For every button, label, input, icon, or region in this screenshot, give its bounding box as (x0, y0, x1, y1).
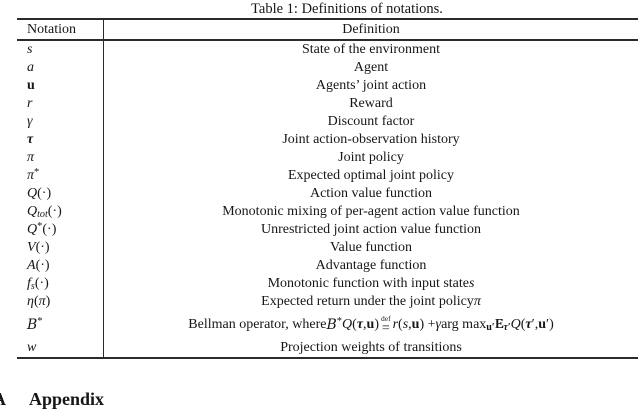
definition-cell: Monotonic function with input state s (103, 275, 638, 293)
table-row: a Agent (17, 59, 638, 77)
notations-table: Notation Definition s State of the enviro… (17, 18, 638, 359)
table-row: w Projection weights of transitions (17, 339, 638, 357)
table-row: V(·) Value function (17, 239, 638, 257)
notation-cell: r (27, 96, 33, 111)
defeq-symbol: def= (381, 314, 391, 336)
definition-cell: Joint policy (103, 149, 638, 167)
table-body: s State of the environment a Agent u Agents’ … (17, 41, 638, 357)
section-number: A (0, 389, 6, 409)
table-row: τ Joint action-observation history (17, 131, 638, 149)
notation-cell: A(·) (27, 258, 50, 273)
section-heading: A Appendix (0, 389, 104, 410)
notation-cell: τ (27, 132, 34, 147)
table-row: r Reward (17, 95, 638, 113)
table-row: π Joint policy (17, 149, 638, 167)
notation-cell: Q*(·) (27, 220, 57, 237)
notation-cell: π* (27, 166, 40, 183)
notation-cell: η(π) (27, 294, 51, 309)
notation-cell: u (27, 78, 35, 93)
definition-cell: Reward (103, 95, 638, 113)
notation-cell: B* (27, 315, 43, 333)
definition-cell: Monotonic mixing of per-agent action val… (103, 203, 638, 221)
definition-cell: Value function (103, 239, 638, 257)
table-row: Q*(·) Unrestricted joint action value fun… (17, 221, 638, 239)
table-row: π* Expected optimal joint policy (17, 167, 638, 185)
table-row: B* Bellman operator, where B*Q(τ, u)def=r… (17, 311, 638, 339)
definition-cell: Discount factor (103, 113, 638, 131)
definition-cell: Joint action-observation history (103, 131, 638, 149)
definition-cell: Expected return under the joint policy π (103, 293, 638, 311)
definition-cell: Advantage function (103, 257, 638, 275)
definition-cell: Bellman operator, where B*Q(τ, u)def=r(s… (103, 311, 638, 339)
notation-cell: s (27, 42, 33, 57)
section-title: Appendix (29, 389, 105, 409)
definition-cell: Projection weights of transitions (103, 339, 638, 357)
table-row: A(·) Advantage function (17, 257, 638, 275)
table-caption: Table 1: Definitions of notations. (251, 1, 443, 17)
notation-cell: a (27, 60, 34, 75)
definition-cell: Agent (103, 59, 638, 77)
notation-cell: Q(·) (27, 186, 52, 201)
header-notation: Notation (27, 21, 76, 37)
table-row: s State of the environment (17, 41, 638, 59)
header-definition: Definition (103, 20, 638, 39)
table-row: η(π) Expected return under the joint poli… (17, 293, 638, 311)
table-row: u Agents’ joint action (17, 77, 638, 95)
definition-cell: State of the environment (103, 41, 638, 59)
notation-cell: w (27, 340, 37, 355)
notation-cell: γ (27, 114, 33, 129)
table-row: Q(·) Action value function (17, 185, 638, 203)
notation-cell: V(·) (27, 240, 50, 255)
table-header-row: Notation Definition (17, 20, 638, 41)
definition-cell: Unrestricted joint action value function (103, 221, 638, 239)
definition-cell: Action value function (103, 185, 638, 203)
definition-cell: Agents’ joint action (103, 77, 638, 95)
definition-cell: Expected optimal joint policy (103, 167, 638, 185)
notation-cell: π (27, 150, 35, 165)
table-row: γ Discount factor (17, 113, 638, 131)
